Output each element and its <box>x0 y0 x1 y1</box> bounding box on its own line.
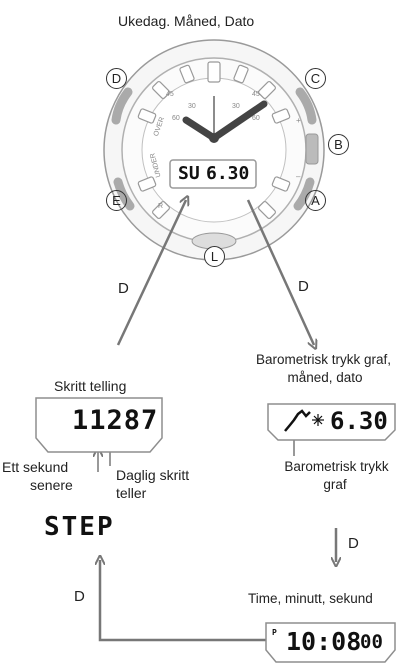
button-a-label[interactable]: A <box>305 190 326 211</box>
watch-lcd <box>169 159 257 189</box>
button-e-label[interactable]: E <box>106 190 127 211</box>
bezel-label: 30 <box>232 103 240 110</box>
step-mode-text: STEP <box>44 512 115 542</box>
baro-note-1: Barometrisk trykk <box>284 459 389 474</box>
arrow-label-left: D <box>118 280 129 297</box>
bezel-marker <box>271 108 291 124</box>
button-b-label[interactable]: B <box>328 134 349 155</box>
bezel-label: 60 <box>252 115 260 122</box>
bezel-marker <box>207 61 221 83</box>
step-count: 11287 <box>72 405 159 436</box>
bezel-label: 60 <box>172 115 180 122</box>
arrow-label-bottom: D <box>74 588 85 605</box>
baro-graph-line <box>284 409 311 432</box>
arrow-watch-to-baro <box>246 199 314 345</box>
bezel-marker <box>271 176 291 192</box>
time-panel-title: Time, minutt, sekund <box>248 591 373 606</box>
arrow-watch-to-step <box>116 200 186 346</box>
bezel-marker <box>137 176 157 192</box>
bezel-marker <box>137 108 157 124</box>
watch-lcd-date: 6.30 <box>206 163 250 184</box>
arrow-time-to-step <box>100 560 270 642</box>
time-seconds: 00 <box>360 631 383 653</box>
minute-hand <box>210 100 268 142</box>
time-hhmm: 10:08 <box>286 627 362 656</box>
arrow-label-down: D <box>348 535 359 552</box>
baro-note-2: graf <box>323 477 347 492</box>
step-note-right-1: Daglig skritt <box>116 467 190 483</box>
arrow-label-right: D <box>298 278 309 295</box>
baro-date: 6.30 <box>330 407 388 435</box>
hands-pivot <box>209 133 219 143</box>
dial-label-minus: – <box>296 172 301 181</box>
dial-label-plus: + <box>296 116 301 125</box>
baro-panel-title-1: Barometrisk trykk graf, <box>255 352 392 367</box>
button-d-body <box>111 87 133 125</box>
bezel-marker <box>258 201 276 219</box>
bezel-label: 45 <box>252 91 260 98</box>
bezel-marker <box>258 81 276 99</box>
bezel-label: 45 <box>166 91 174 98</box>
step-note-left-2: senere <box>30 477 73 493</box>
hour-hand <box>182 116 218 142</box>
watch-lcd-day: SU <box>178 163 200 184</box>
baro-graph-star-icon <box>312 414 324 426</box>
bezel-marker <box>179 64 195 84</box>
dial-label-r: R <box>158 203 164 210</box>
button-l-label[interactable]: L <box>204 246 225 267</box>
button-c-body <box>295 87 317 125</box>
button-a-body <box>293 177 315 211</box>
button-d-label[interactable]: D <box>106 68 127 89</box>
bezel-marker <box>152 201 170 219</box>
step-panel-title: Skritt telling <box>54 378 127 394</box>
time-pm-indicator: P <box>272 628 277 637</box>
button-c-label[interactable]: C <box>305 68 326 89</box>
step-lcd-panel <box>35 397 163 453</box>
caption-weekday-month-date: Ukedag. Måned, Dato <box>118 13 255 29</box>
baro-panel-title-2: måned, dato <box>287 370 363 385</box>
step-note-right-2: teller <box>116 485 147 501</box>
bezel-label: 30 <box>188 103 196 110</box>
step-note-left-1: Ett sekund <box>2 459 69 475</box>
bezel-marker <box>152 81 170 99</box>
time-lcd-panel <box>265 622 396 663</box>
watch-illustration <box>103 39 325 261</box>
bezel-marker <box>233 64 249 84</box>
button-b-body <box>305 133 319 165</box>
